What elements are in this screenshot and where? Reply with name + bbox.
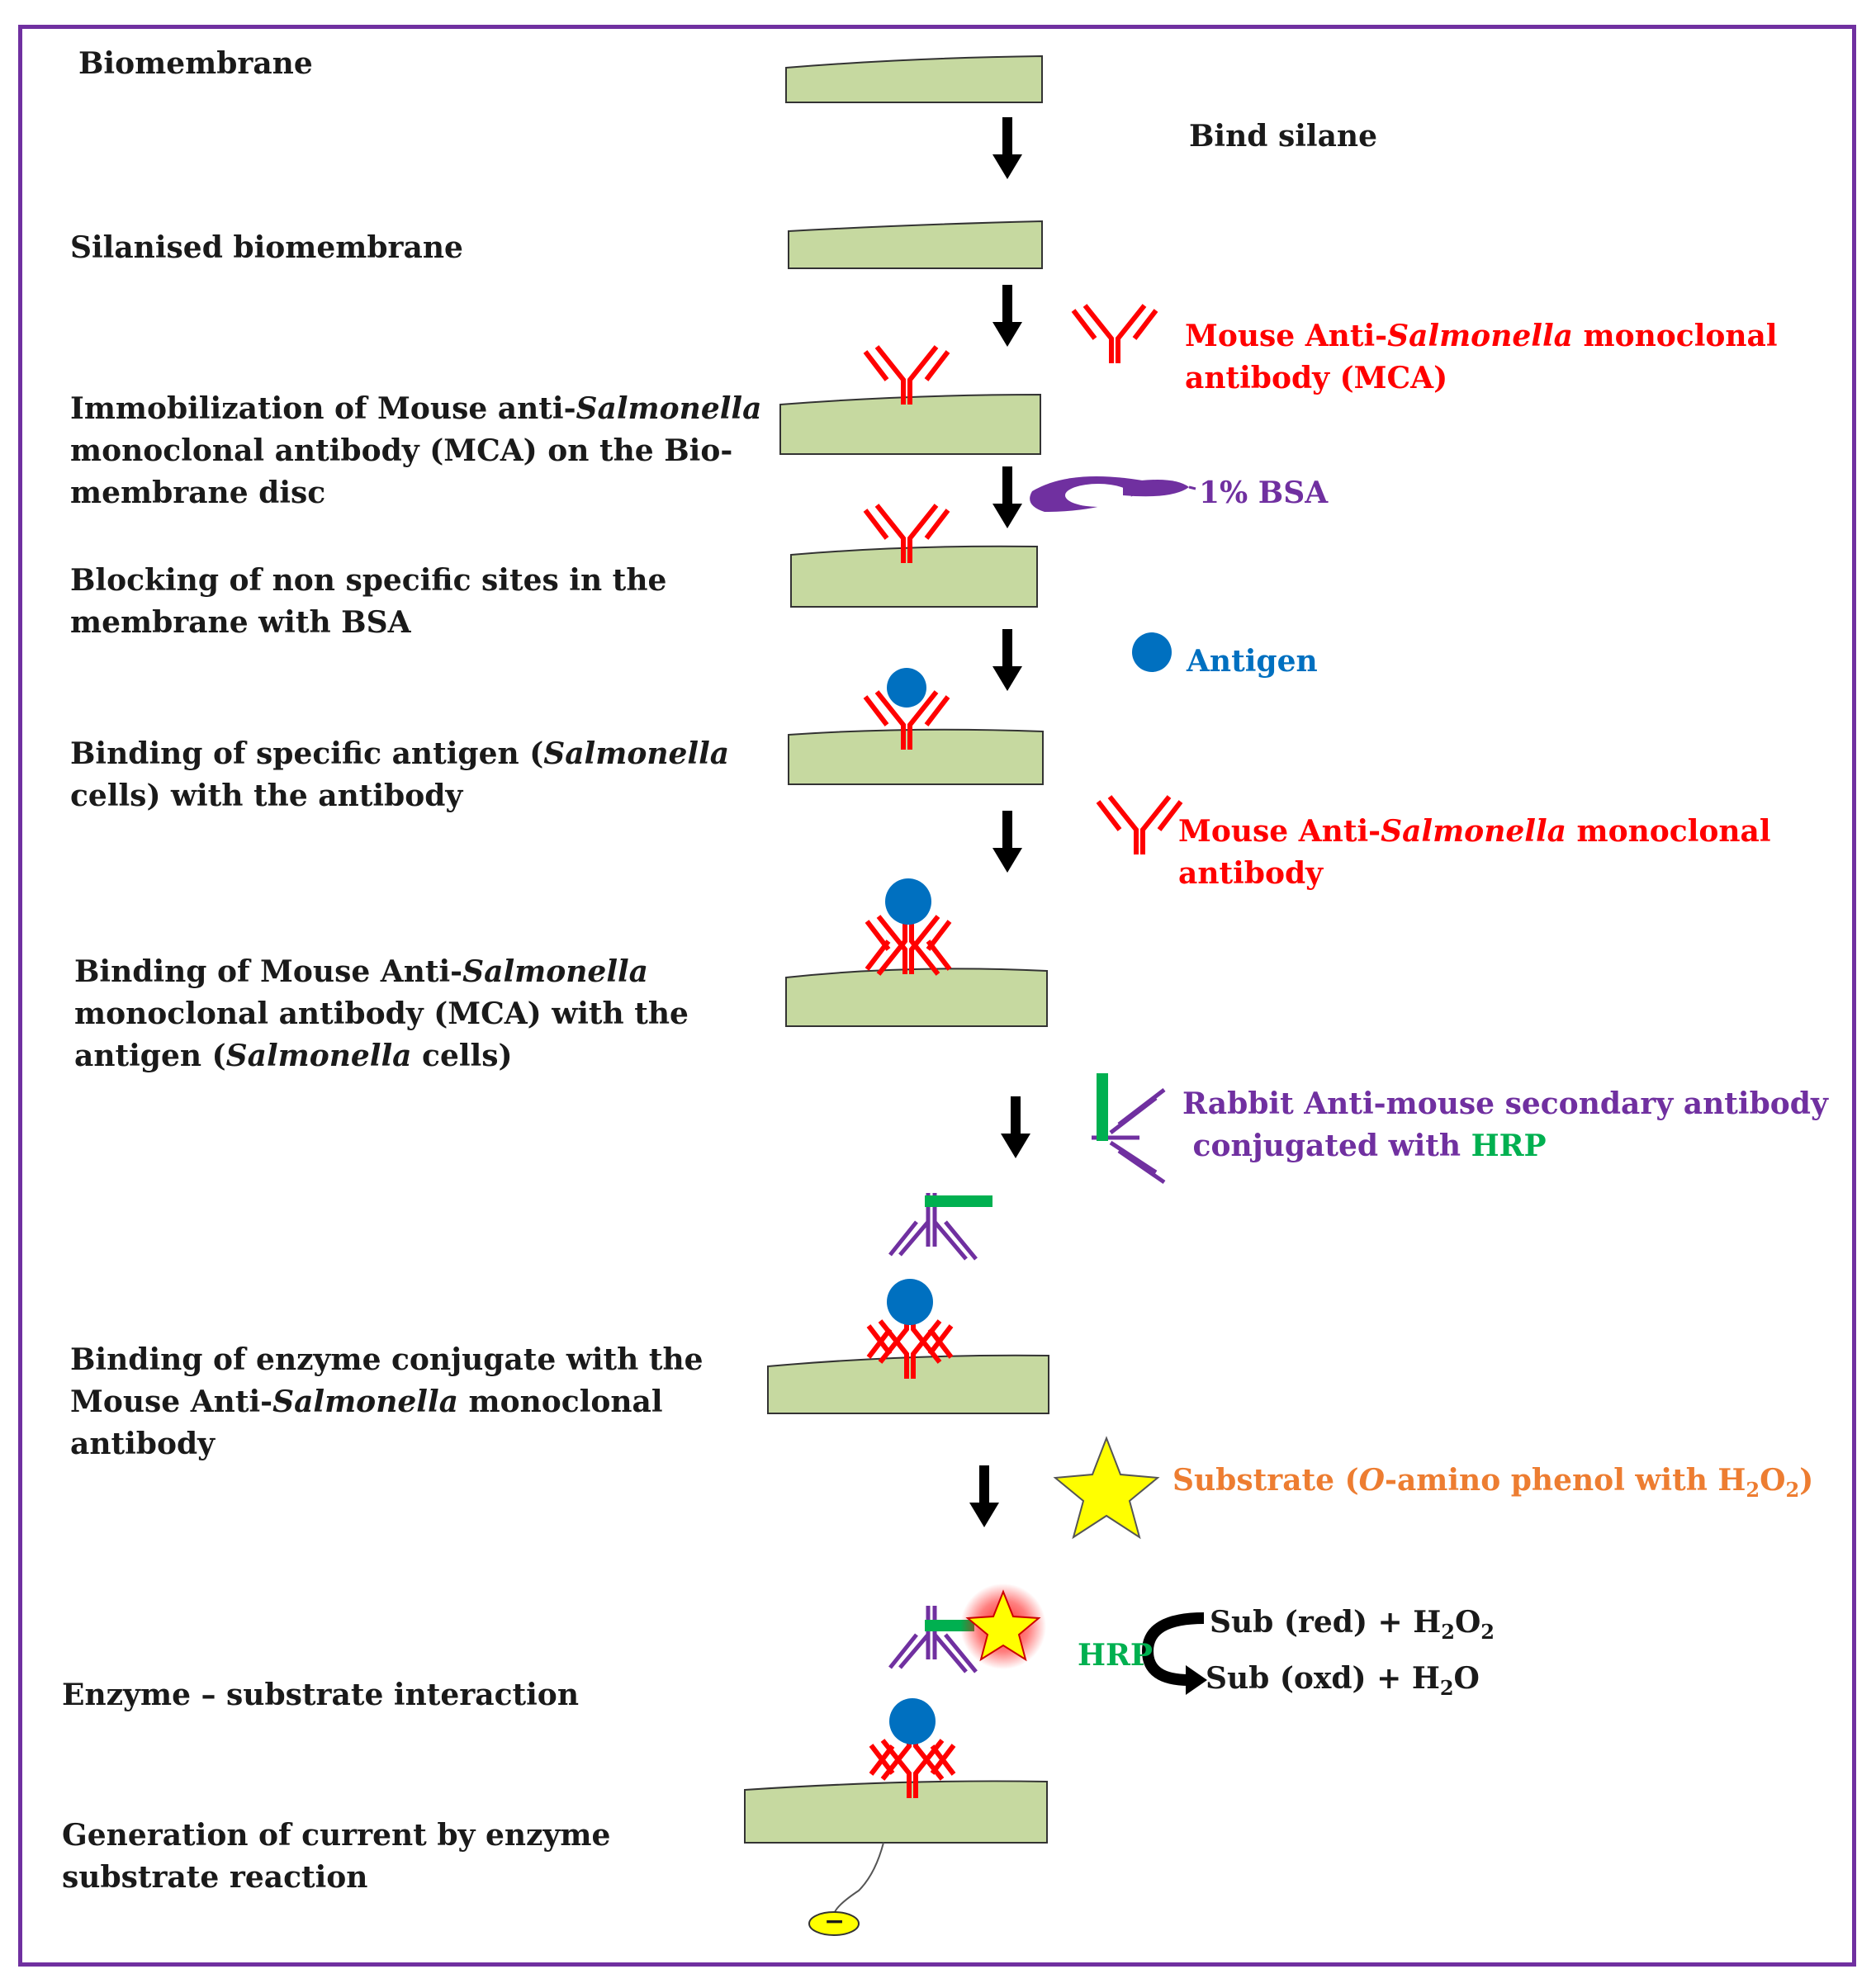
membrane-8: [744, 1780, 1048, 1844]
label-secondary-antibody: Rabbit Anti-mouse secondary antibody con…: [1182, 1086, 1828, 1163]
enzyme-conjugate-complex: [869, 1193, 992, 1379]
reaction-curved-arrow: [1141, 1612, 1205, 1686]
electron-sign: −: [824, 1907, 846, 1936]
label-immobilization: Immobilization of Mouse anti-Salmonella …: [70, 391, 762, 510]
membrane-2: [788, 220, 1043, 269]
label-hrp-reaction: HRP: [1078, 1638, 1154, 1673]
antibody-legend-icon-2: [1098, 797, 1181, 854]
label-biomembrane: Biomembrane: [78, 46, 313, 81]
label-mca-reagent-2: Mouse Anti-Salmonella monoclonal antibod…: [1178, 814, 1771, 891]
secondary-antibody-legend-icon: [1092, 1073, 1166, 1185]
membrane-3: [779, 393, 1041, 455]
label-binding-antigen: Binding of specific antigen (Salmonella …: [70, 736, 730, 813]
arrow-4: [992, 629, 1022, 691]
electron-icon: [808, 1911, 860, 1936]
antigen-bound-complex: [865, 668, 948, 750]
arrow-2: [992, 285, 1022, 347]
diagram-frame: [18, 25, 1856, 1967]
membrane-5: [788, 728, 1044, 785]
membrane-7: [767, 1354, 1049, 1414]
substrate-star-icon: [1053, 1436, 1160, 1540]
membrane-6: [785, 968, 1048, 1027]
label-binding-mca: Binding of Mouse Anti-Salmonella monoclo…: [74, 954, 689, 1073]
label-silanised: Silanised biomembrane: [70, 230, 463, 265]
membrane-1: [785, 54, 1043, 103]
electron-wire: [833, 1842, 884, 1916]
arrow-3: [992, 466, 1022, 528]
label-enzyme-substrate: Enzyme – substrate interaction: [62, 1678, 579, 1712]
arrow-6: [1001, 1096, 1030, 1158]
label-antigen: Antigen: [1187, 644, 1318, 679]
arrow-5: [992, 811, 1022, 873]
label-substrate: Substrate (O-amino phenol with H2O2): [1172, 1463, 1814, 1503]
label-reaction-1: Sub (red) + H2O2: [1210, 1605, 1495, 1645]
membrane-4: [790, 545, 1038, 608]
label-bind-silane: Bind silane: [1189, 119, 1378, 154]
antigen-legend-icon: [1132, 632, 1172, 672]
arrow-1: [992, 117, 1022, 179]
sandwich-complex: [867, 878, 950, 974]
label-bsa: 1% BSA: [1199, 476, 1329, 510]
antibody-legend-icon-1: [1073, 305, 1156, 363]
bsa-icon: [1030, 476, 1196, 512]
label-binding-enzyme: Binding of enzyme conjugate with the Mou…: [70, 1342, 704, 1461]
reaction-arrowhead: [1186, 1665, 1207, 1695]
enzyme-substrate-complex: [871, 1583, 1046, 1798]
label-mca-reagent: Mouse Anti-Salmonella monoclonal antibod…: [1185, 319, 1778, 395]
arrow-7: [969, 1465, 999, 1527]
label-reaction-2: Sub (oxd) + H2O: [1206, 1661, 1480, 1701]
